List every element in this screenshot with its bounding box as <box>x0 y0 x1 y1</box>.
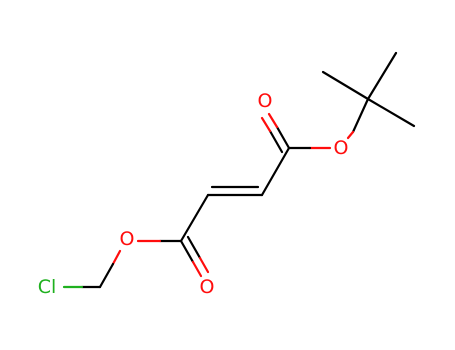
bond-ester-o-left-to-ch2 <box>98 262 115 289</box>
bond-carbonyl-right-co-1 <box>275 125 291 150</box>
atom-oxygen-carbonyl-top: O <box>258 90 273 112</box>
bond-carbonyl-left-co-1 <box>179 239 195 264</box>
bond-carbonyl-right-co-1-red <box>267 112 279 129</box>
bond-carbonyl-left-co-2 <box>186 235 202 260</box>
bond-carbonyl-right-to-alkene <box>260 146 291 197</box>
bond-carbonyl-right-co-2-red <box>260 116 272 133</box>
bond-tbu-methyl-top-left <box>321 70 370 101</box>
bond-tbu-methyl-top-right <box>366 51 398 101</box>
atom-chlorine: Cl <box>38 276 57 298</box>
bond-alkene-to-carbonyl-left <box>179 193 210 243</box>
bond-ester-o-to-tbu-red <box>346 130 355 140</box>
bond-carbonyl-right-co-2 <box>268 129 284 154</box>
atom-oxygen-carbonyl-bottom: O <box>200 276 215 298</box>
bond-carbonyl-left-co-1-red <box>191 260 203 278</box>
atom-oxygen-ester-left: O <box>120 228 135 250</box>
bond-tbu-methyl-right <box>366 97 416 128</box>
atom-oxygen-ester-right: O <box>334 137 349 159</box>
bond-carbonyl-left-co-2-red <box>198 256 210 274</box>
bond-ester-o-left-to-ch2-red <box>111 249 122 266</box>
bond-tbu-to-ester-o <box>351 97 370 134</box>
